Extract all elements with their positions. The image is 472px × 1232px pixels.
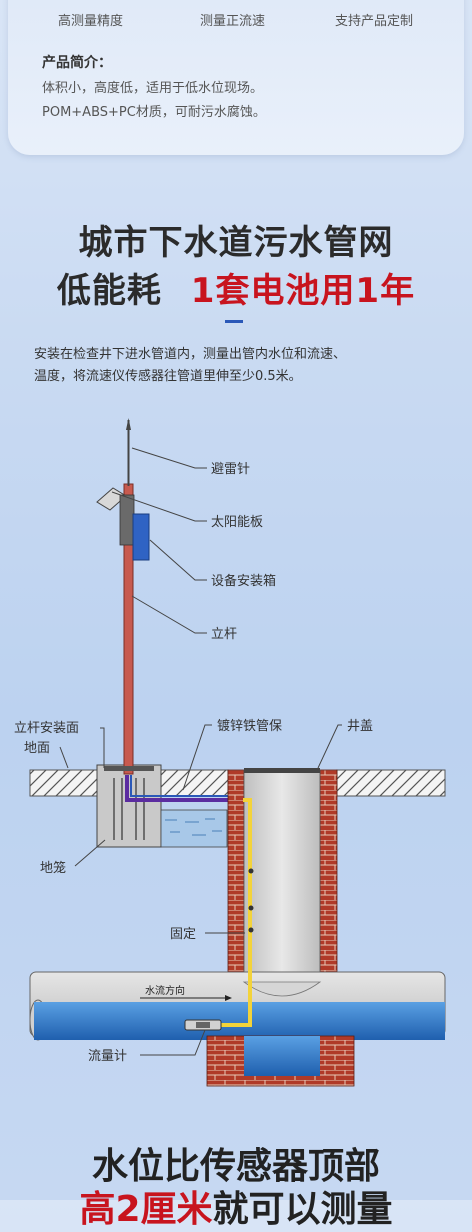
bottom-title-line-2: 高2厘米就可以测量 — [0, 1180, 472, 1232]
flow-direction-label: 水流方向 — [145, 984, 185, 997]
well-wall-right — [319, 769, 338, 983]
headline-prefix: 低能耗 — [56, 271, 162, 311]
label-lightning-rod: 避雷针 — [211, 462, 250, 477]
well-wall-left — [227, 769, 245, 983]
feature-bar: 高测量精度 测量正流速 支持产品定制 — [0, 10, 472, 29]
label-galvanized-pipe: 镀锌铁管保 — [217, 718, 282, 734]
label-solar-panel: 太阳能板 — [211, 515, 263, 530]
signal-cable — [125, 775, 243, 802]
feature-positive-flow: 测量正流速 — [200, 14, 266, 29]
manhole-shaft — [243, 769, 321, 983]
feature-customization: 支持产品定制 — [335, 14, 414, 29]
well-sump-water — [244, 1036, 320, 1076]
headline-line-2: 低能耗 1套电池用1年 — [0, 263, 472, 312]
ground-cage — [113, 778, 145, 840]
label-well-cover: 井盖 — [347, 719, 373, 734]
pole-base-plate — [104, 766, 154, 771]
groundwater-zone — [160, 809, 228, 848]
equipment-box — [132, 513, 150, 561]
intro-line-2: POM+ABS+PC材质，可耐污水腐蚀。 — [42, 105, 266, 120]
label-pole: 立杆 — [211, 627, 237, 642]
intro-title: 产品简介： — [42, 55, 112, 71]
bottom-title-line-1: 水位比传感器顶部 — [91, 1146, 380, 1187]
label-ground: 地面 — [24, 741, 50, 756]
sensor-cable — [208, 798, 252, 1027]
bottom-title-highlight: 高2厘米 — [79, 1189, 213, 1230]
intro-line-1: 体积小，高度低，适用于低水位现场。 — [42, 81, 264, 96]
label-pole-mount-surface: 立杆安装面 — [14, 721, 79, 736]
description-line-1: 安装在检查井下进水管道内，测量出管内水位和流速、 — [34, 347, 347, 362]
description-line-2: 温度，将流速仪传感器往管道里伸至少0.5米。 — [34, 369, 302, 384]
manhole-cover — [244, 768, 320, 773]
installation-diagram: 水流方向 避雷针 太阳能板 设备安装箱 立杆 立杆安装面 地面 镀锌铁管保 井盖… — [14, 418, 446, 1087]
pipe-water — [34, 1002, 445, 1040]
bottom-title-rest: 就可以测量 — [212, 1189, 393, 1230]
label-flow-meter: 流量计 — [88, 1049, 127, 1064]
label-ground-cage: 地笼 — [40, 860, 66, 876]
product-summary-card — [8, 0, 464, 155]
label-equipment-box: 设备安装箱 — [211, 573, 276, 589]
section-divider — [225, 320, 243, 323]
headline-line-1: 城市下水道污水管网 — [78, 223, 394, 263]
headline-highlight: 1套电池用1年 — [190, 271, 416, 311]
ground-surface-right — [336, 769, 446, 797]
label-fixing: 固定 — [170, 927, 196, 942]
feature-precision: 高测量精度 — [58, 14, 124, 29]
